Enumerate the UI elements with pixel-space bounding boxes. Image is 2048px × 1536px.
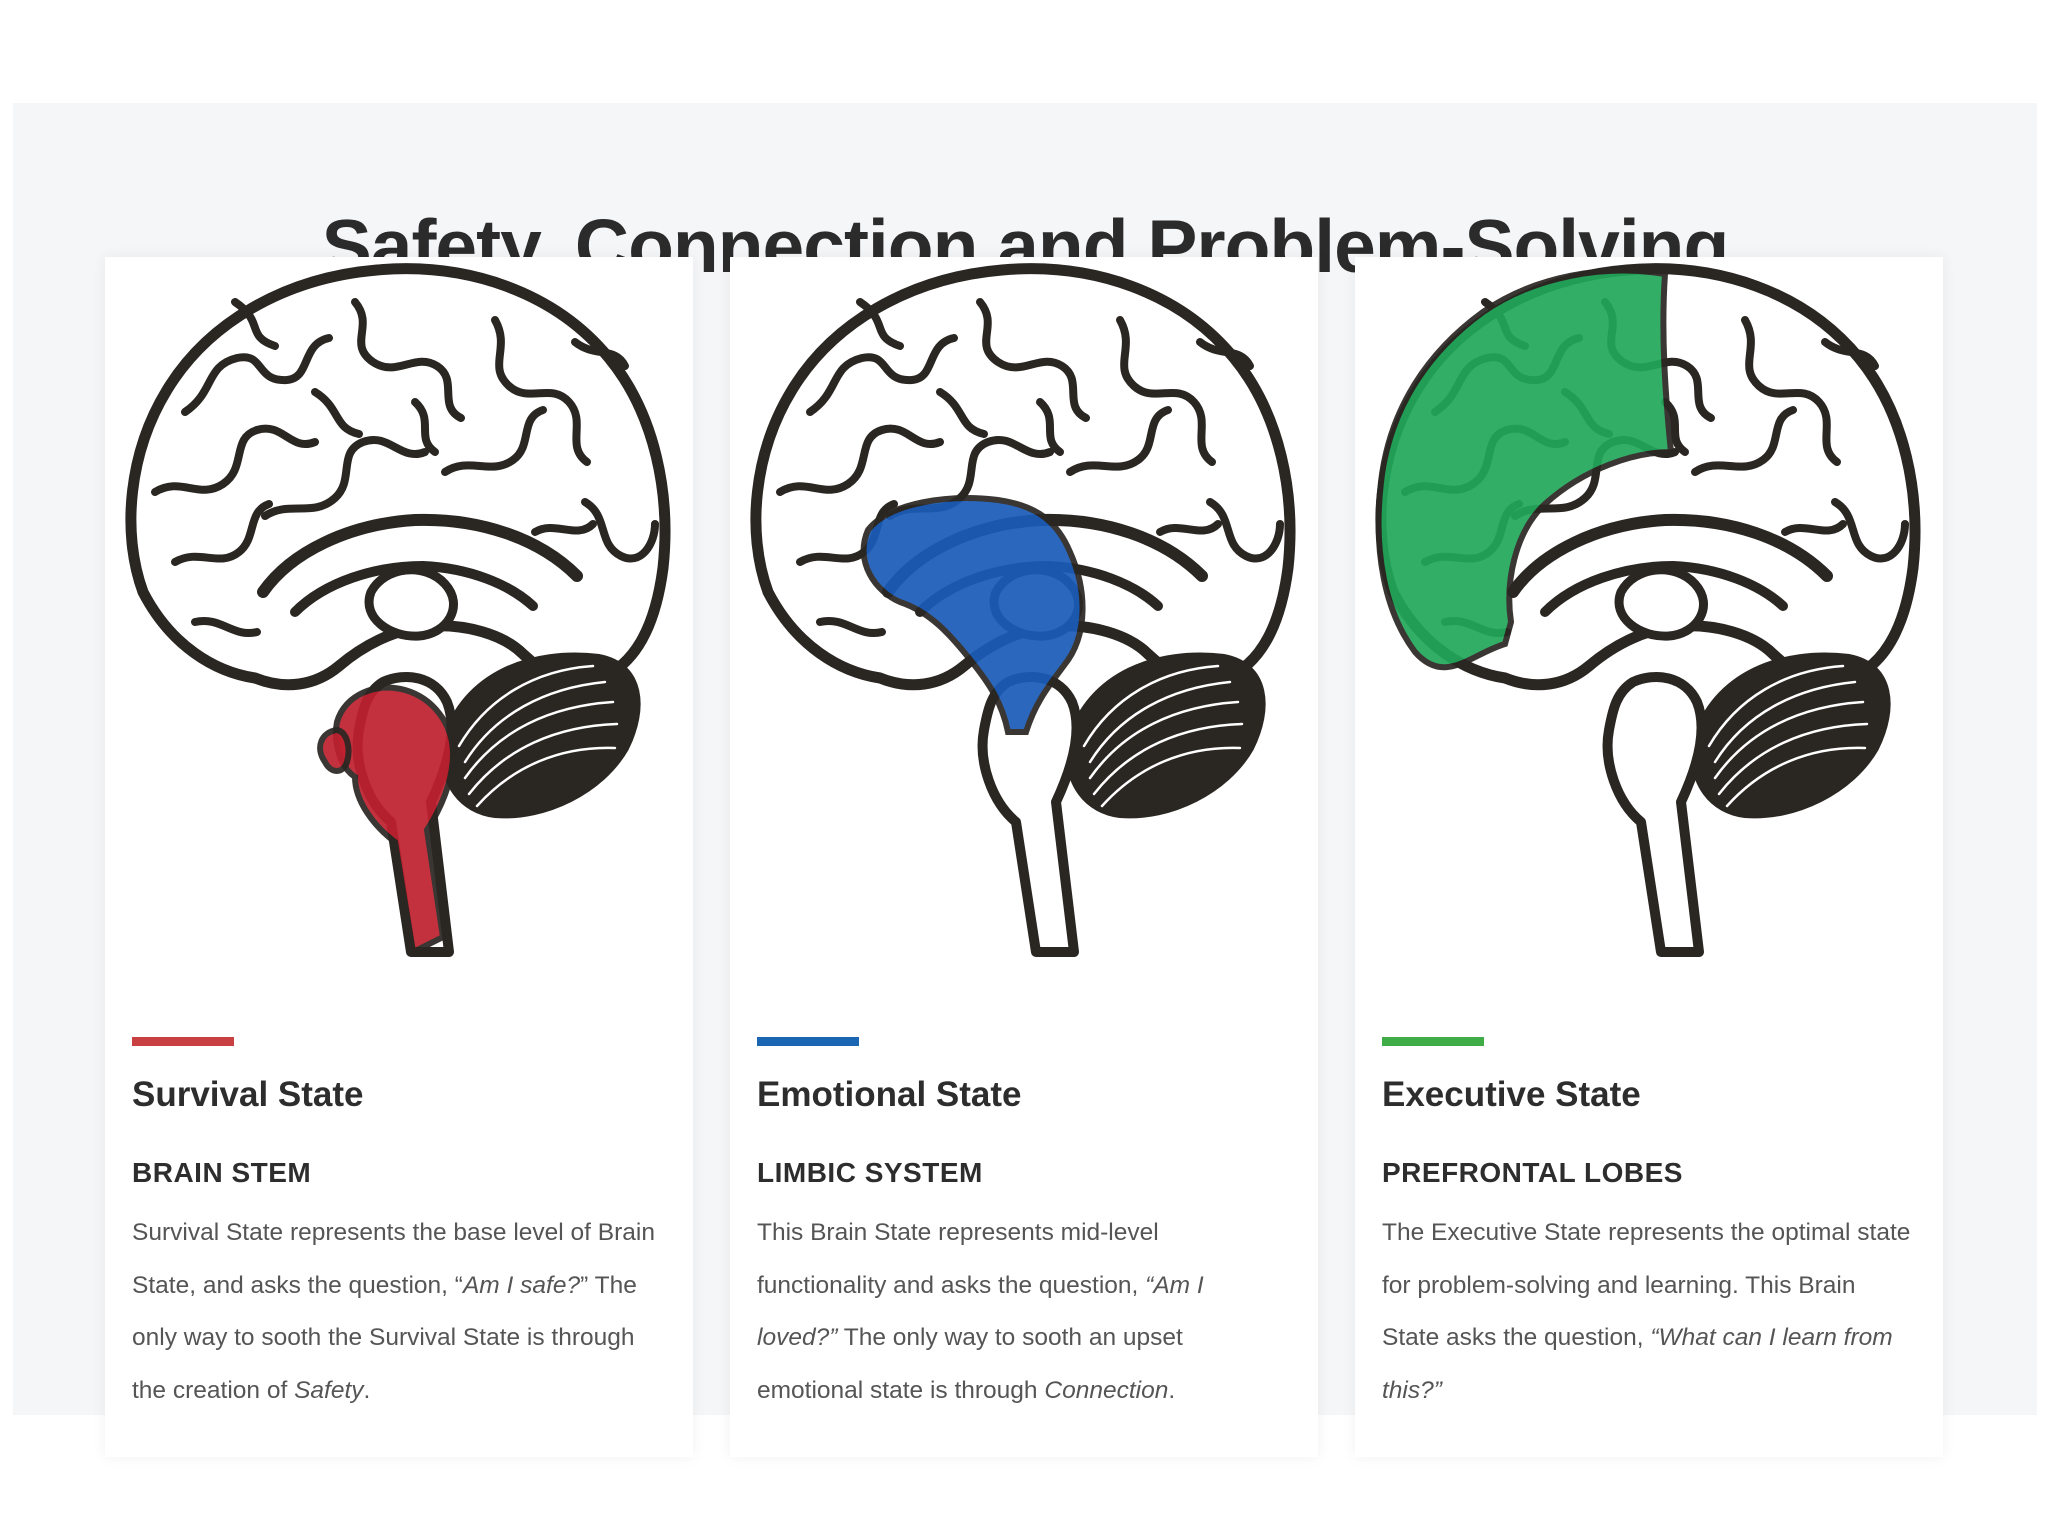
brain-stem-highlight <box>317 684 457 957</box>
brain-region-label: PREFRONTAL LOBES <box>1382 1157 1683 1188</box>
card-executive-state: Executive State PREFRONTAL LOBES The Exe… <box>1355 257 1943 1457</box>
brain-illustration-survival <box>115 262 683 962</box>
state-description: Survival State represents the base level… <box>132 1219 655 1404</box>
accent-bar <box>757 1037 859 1046</box>
accent-bar <box>1382 1037 1484 1046</box>
card-emotional-state: Emotional State LIMBIC SYSTEM This Brain… <box>730 257 1318 1457</box>
card-survival-state: Survival State BRAIN STEM Survival State… <box>105 257 693 1457</box>
limbic-system-highlight <box>860 495 1086 735</box>
brain-region-label: BRAIN STEM <box>132 1157 312 1188</box>
accent-bar <box>132 1037 234 1046</box>
state-title: Executive State <box>1382 1075 1641 1114</box>
state-title: Emotional State <box>757 1075 1022 1114</box>
state-title: Survival State <box>132 1075 364 1114</box>
brain-region-label: LIMBIC SYSTEM <box>757 1157 983 1188</box>
prefrontal-lobes-highlight <box>1375 267 1675 671</box>
state-description: This Brain State represents mid-level fu… <box>757 1219 1204 1404</box>
brain-illustration-emotional <box>740 262 1308 962</box>
state-description: The Executive State represents the optim… <box>1382 1219 1911 1404</box>
brain-illustration-executive <box>1365 262 1933 962</box>
